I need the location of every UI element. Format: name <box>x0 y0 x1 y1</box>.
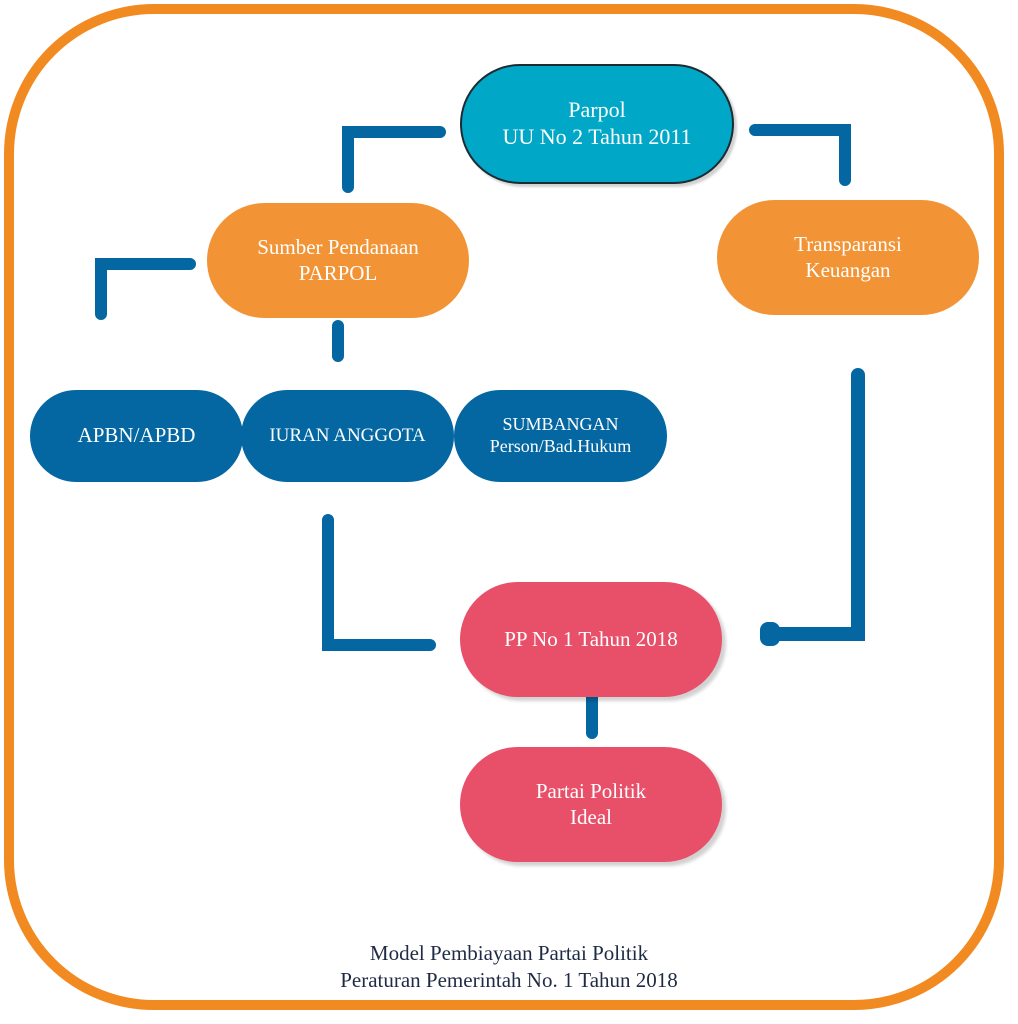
node-iuran-anggota: IURAN ANGGOTA <box>241 390 454 482</box>
node-pp-no-1: PP No 1 Tahun 2018 <box>460 582 722 697</box>
node-ideal-line1: Partai Politik <box>535 778 647 803</box>
node-pp-line1: PP No 1 Tahun 2018 <box>504 626 678 651</box>
node-parpol: Parpol UU No 2 Tahun 2011 <box>460 64 734 184</box>
node-ideal-line2: Ideal <box>570 804 612 829</box>
connector-parpol-transparansi <box>749 124 851 186</box>
connector-iuran-pp <box>322 514 436 651</box>
outer-frame <box>4 4 1004 1010</box>
node-sumber-line1: Sumber Pendanaan <box>257 234 419 259</box>
node-iuran-line1: IURAN ANGGOTA <box>269 425 426 447</box>
node-sumbangan: SUMBANGAN Person/Bad.Hukum <box>454 390 667 482</box>
node-transparansi-line1: Transparansi <box>794 231 902 256</box>
node-parpol-line1: Parpol <box>568 97 626 123</box>
diagram-caption: Model Pembiayaan Partai Politik Peratura… <box>0 940 1018 995</box>
node-sumber-pendanaan: Sumber Pendanaan PARPOL <box>207 203 469 318</box>
node-partai-ideal: Partai Politik Ideal <box>460 747 722 862</box>
connector-parpol-sumber <box>342 126 446 193</box>
connector-sumber-apbn <box>95 258 196 320</box>
caption-line1: Model Pembiayaan Partai Politik <box>369 941 649 965</box>
node-parpol-line2: UU No 2 Tahun 2011 <box>502 124 692 149</box>
node-transparansi: Transparansi Keuangan <box>717 200 979 315</box>
connector-transparansi-pp-end <box>760 622 780 646</box>
node-sumbangan-line2: Person/Bad.Hukum <box>489 436 632 456</box>
caption-line2: Peraturan Pemerintah No. 1 Tahun 2018 <box>340 968 678 993</box>
node-sumber-line2: PARPOL <box>298 260 378 285</box>
node-sumbangan-line1: SUMBANGAN <box>502 414 619 435</box>
connector-transparansi-pp <box>760 368 865 641</box>
node-transparansi-line2: Keuangan <box>805 257 891 282</box>
node-apbn-line1: APBN/APBD <box>77 423 196 448</box>
node-apbn-apbd: APBN/APBD <box>30 390 243 482</box>
